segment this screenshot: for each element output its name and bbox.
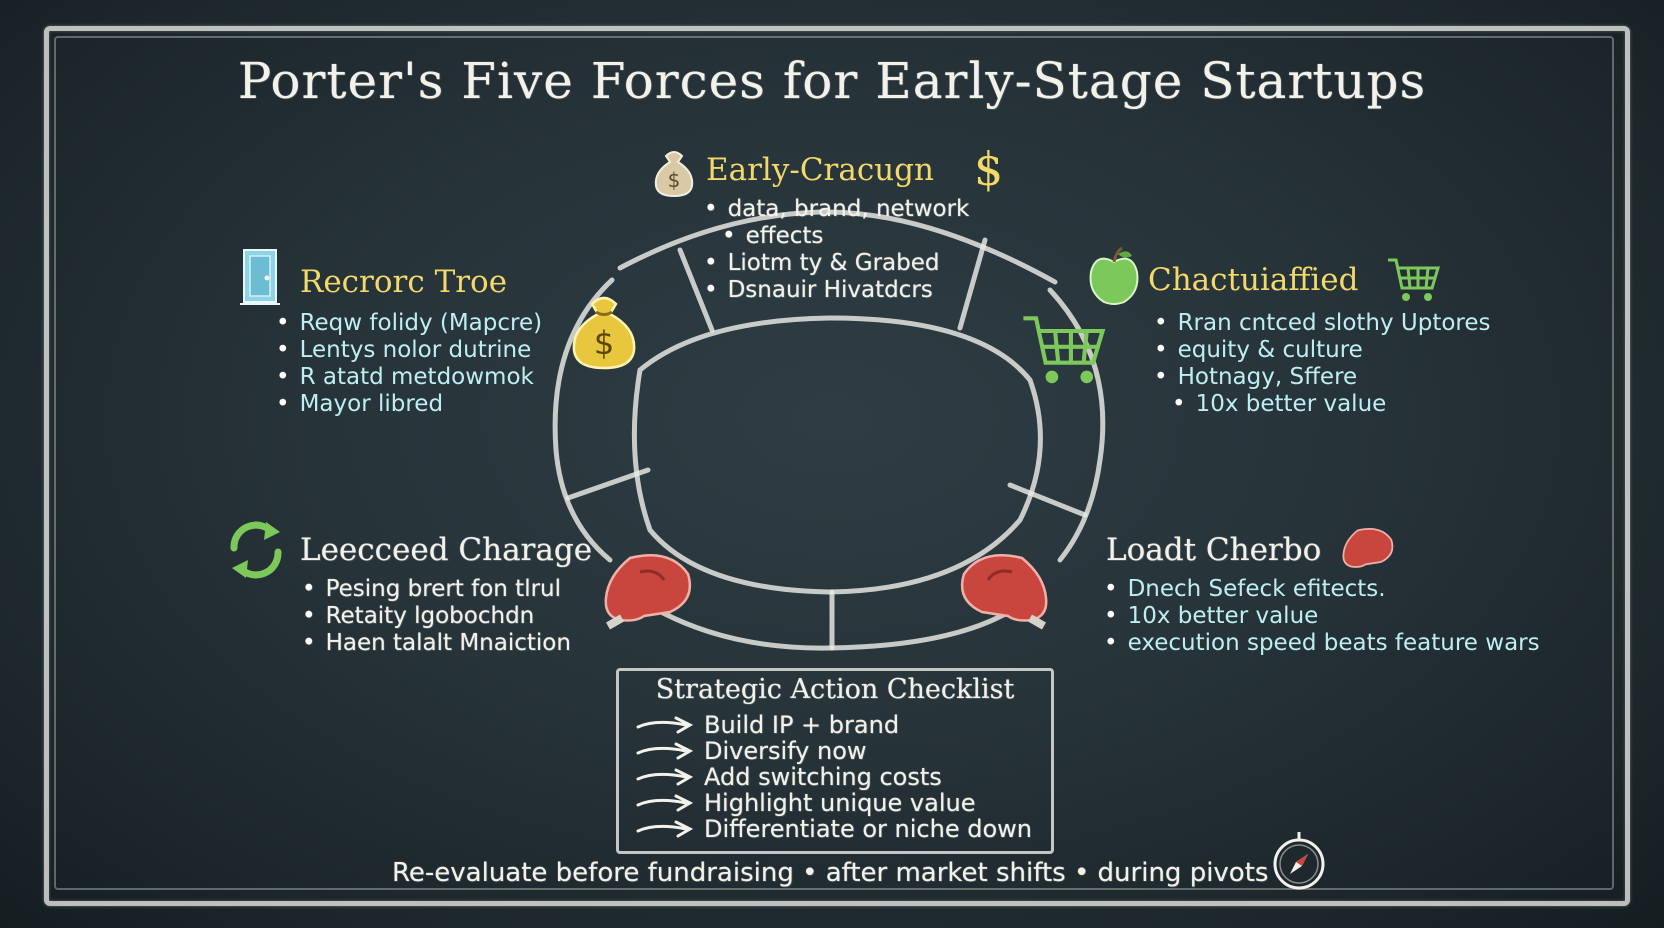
arrow-icon xyxy=(636,716,694,734)
list-item: Retaity lgobochdn xyxy=(302,603,571,630)
force-bottom-left-list: Pesing brert fon tlrul Retaity lgobochdn… xyxy=(302,576,571,657)
force-bottom-right-list: Dnech Sefeck efitects. 10x better value … xyxy=(1104,576,1540,657)
refresh-arrows-icon xyxy=(224,518,288,586)
checklist-list: Build IP + brand Diversify now Add switc… xyxy=(636,712,1032,842)
checklist-item-label: Diversify now xyxy=(704,737,867,765)
force-left-heading: Recrorc Troe xyxy=(300,264,508,300)
list-item: 10x better value xyxy=(1104,603,1540,630)
money-bag-icon: $ xyxy=(650,146,698,202)
spoke-right xyxy=(1007,482,1088,518)
list-item: effects xyxy=(704,223,969,250)
force-left-list: Reqw folidy (Mapcre) Lentys nolor dutrin… xyxy=(276,310,543,418)
outer-ring-arc-left xyxy=(552,277,615,563)
money-bag-icon: $ xyxy=(568,290,640,376)
list-item: Liotm ty & Grabed xyxy=(704,250,969,277)
list-item: Lentys nolor dutrine xyxy=(276,337,542,364)
checklist-item: Add switching costs xyxy=(636,764,1032,790)
force-top-heading: Early-Cracugn xyxy=(706,152,934,188)
boxing-glove-icon xyxy=(956,548,1052,632)
spoke-top-right xyxy=(957,237,988,331)
list-item: equity & culture xyxy=(1154,337,1491,364)
inner-ring xyxy=(631,315,1043,595)
list-item: execution speed beats feature wars xyxy=(1104,630,1540,657)
svg-text:$: $ xyxy=(594,324,614,362)
force-bottom-right-heading: Loadt Cherbo xyxy=(1106,532,1322,568)
list-item: Mayor libred xyxy=(276,391,542,418)
shopping-cart-icon xyxy=(1386,256,1441,308)
checklist-item: Highlight unique value xyxy=(636,790,1032,816)
checklist-item-label: Build IP + brand xyxy=(704,711,900,739)
door-icon xyxy=(240,248,280,310)
checklist-item: Differentiate or niche down xyxy=(636,816,1032,842)
list-item: data, brand, network xyxy=(704,196,970,223)
force-right-list: Rran cntced slothy Uptores equity & cult… xyxy=(1154,310,1491,418)
arrow-icon xyxy=(636,794,694,812)
list-item: Dnech Sefeck efitects. xyxy=(1104,576,1540,603)
list-item: Reqw folidy (Mapcre) xyxy=(276,310,543,337)
boxing-glove-icon xyxy=(600,548,696,632)
checklist-box xyxy=(616,668,1054,854)
chalk-frame xyxy=(44,26,1630,906)
spoke-top-left xyxy=(677,247,715,333)
checklist-item: Diversify now xyxy=(636,738,1032,764)
checklist-item: Build IP + brand xyxy=(636,712,1032,738)
force-top-list: data, brand, network effects Liotm ty & … xyxy=(704,196,970,304)
svg-text:$: $ xyxy=(668,168,681,192)
footer-note: Re-evaluate before fundraising • after m… xyxy=(392,858,1269,888)
list-item: Dsnauir Hivatdcrs xyxy=(704,277,969,304)
compass-icon xyxy=(1272,826,1326,896)
page-title: Porter's Five Forces for Early-Stage Sta… xyxy=(237,52,1427,110)
force-right-heading: Chactuiaffied xyxy=(1148,262,1359,298)
list-item: 10x better value xyxy=(1154,391,1491,418)
shopping-cart-icon xyxy=(1020,312,1106,392)
spoke-left xyxy=(565,467,651,501)
chalk-frame-inner xyxy=(54,36,1614,890)
boxing-glove-icon xyxy=(1340,524,1396,576)
dollar-sign: $ xyxy=(974,142,1004,196)
arrow-icon xyxy=(636,820,694,838)
arrow-icon xyxy=(636,742,694,760)
list-item: R atatd metdowmok xyxy=(276,364,542,391)
checklist-item-label: Differentiate or niche down xyxy=(704,815,1032,843)
checklist-item-label: Add switching costs xyxy=(704,763,942,791)
force-bottom-left-heading: Leecceed Charage xyxy=(300,532,593,568)
list-item: Haen talalt Mnaiction xyxy=(302,630,571,657)
list-item: Pesing brert fon tlrul xyxy=(302,576,571,603)
checklist-title: Strategic Action Checklist xyxy=(655,674,1015,705)
list-item: Hotnagy, Sffere xyxy=(1154,364,1491,391)
list-item: Rran cntced slothy Uptores xyxy=(1154,310,1491,337)
arrow-icon xyxy=(636,768,694,786)
checklist-item-label: Highlight unique value xyxy=(704,789,976,817)
apple-icon xyxy=(1086,246,1142,310)
